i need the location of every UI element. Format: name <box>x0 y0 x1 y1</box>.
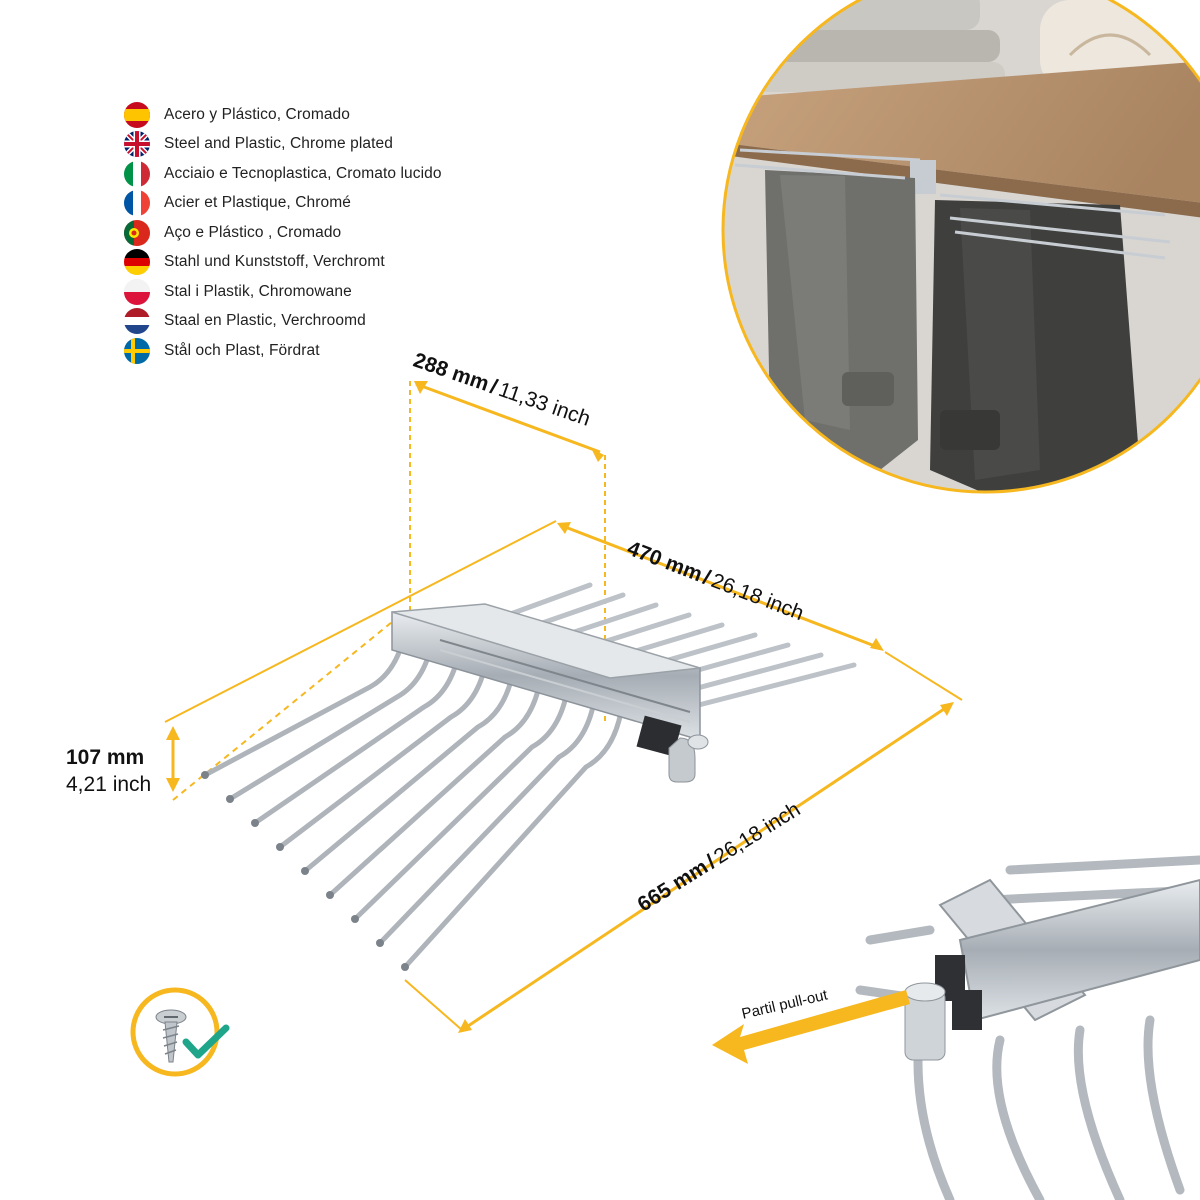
material-text: Aço e Plástico , Cromado <box>164 223 342 241</box>
rod-tip <box>201 771 209 779</box>
dimension-arrowheads <box>166 381 954 1033</box>
de-flag-icon <box>124 249 150 276</box>
rod-tip <box>226 795 234 803</box>
pl-flag-icon <box>124 278 150 305</box>
rod-tip <box>326 891 334 899</box>
nl-flag-icon <box>124 308 150 335</box>
material-text: Acier et Plastique, Chromé <box>164 194 351 212</box>
it-flag-icon <box>124 160 150 187</box>
checkmark-icon <box>182 1024 230 1059</box>
hanger-rod <box>377 699 597 946</box>
hanger-rod-back <box>688 662 857 710</box>
gb-flag-icon <box>124 131 150 158</box>
material-item: Acero y Plástico, Cromado <box>124 100 442 130</box>
hanger-rod <box>402 709 624 970</box>
hanger-rod <box>327 679 543 898</box>
material-text: Acero y Plástico, Cromado <box>164 105 350 123</box>
rod-tip <box>301 867 309 875</box>
rod-tip <box>251 819 259 827</box>
material-item: Stal i Plastik, Chromowane <box>124 277 442 307</box>
material-item: Staal en Plastic, Verchroomd <box>124 307 442 337</box>
hanger-rod <box>302 669 516 874</box>
pt-flag-icon <box>124 219 150 246</box>
material-item: Stahl und Kunststoff, Verchromt <box>124 248 442 278</box>
height-mm: 107 mm <box>66 746 145 769</box>
material-item: Stål och Plast, Fördrat <box>124 336 442 366</box>
fr-flag-icon <box>124 190 150 217</box>
height-dimension-label: 107 mm 4,21 inch <box>66 744 151 798</box>
rod-tip <box>376 939 384 947</box>
material-text: Steel and Plastic, Chrome plated <box>164 135 393 153</box>
material-text: Staal en Plastic, Verchroomd <box>164 312 366 330</box>
hanger-rod <box>252 649 462 826</box>
screw-badge <box>130 987 230 1077</box>
material-item: Acier et Plastique, Chromé <box>124 189 442 219</box>
screw-icon <box>155 1009 187 1063</box>
wardrobe-photo <box>721 0 1200 494</box>
material-item: Aço e Plástico , Cromado <box>124 218 442 248</box>
height-inch: 4,21 inch <box>66 773 152 796</box>
es-flag-icon <box>124 101 150 128</box>
arrow-left-icon <box>712 990 910 1064</box>
rod-tip <box>276 843 284 851</box>
material-item: Steel and Plastic, Chrome plated <box>124 130 442 160</box>
materials-list: Acero y Plástico, Cromado Steel and Plas… <box>124 100 442 366</box>
pull-out-detail-photo <box>712 830 1200 1200</box>
material-text: Acciaio e Tecnoplastica, Cromato lucido <box>164 164 442 182</box>
rod-tip <box>351 915 359 923</box>
material-text: Stal i Plastik, Chromowane <box>164 282 352 300</box>
material-text: Stahl und Kunststoff, Verchromt <box>164 253 385 271</box>
rod-tip <box>401 963 409 971</box>
se-flag-icon <box>124 337 150 364</box>
material-item: Acciaio e Tecnoplastica, Cromato lucido <box>124 159 442 189</box>
material-text: Stål och Plast, Fördrat <box>164 341 320 359</box>
trouser-rack <box>201 582 857 971</box>
